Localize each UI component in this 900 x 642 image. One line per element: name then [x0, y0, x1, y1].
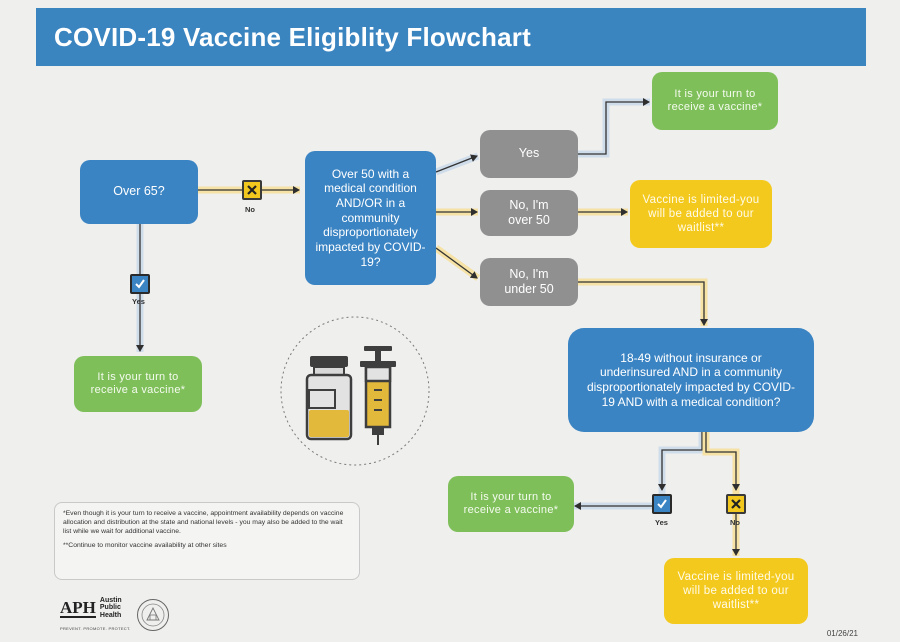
- footnotes-box: *Even though it is your turn to receive …: [54, 502, 360, 580]
- logo-org-name: Austin Public Health: [99, 597, 122, 619]
- node-no-over-50: No, I'm over 50: [480, 190, 578, 236]
- vial-icon: [305, 356, 353, 441]
- checkbox-icon: [652, 494, 672, 514]
- syringe-icon: [360, 346, 396, 445]
- page-title: COVID-19 Vaccine Eligiblity Flowchart: [54, 21, 531, 52]
- aph-logo: APH Austin Public Health: [60, 597, 122, 619]
- node-turn-left: It is your turn to receive a vaccine*: [74, 356, 202, 412]
- page-header: COVID-19 Vaccine Eligiblity Flowchart: [36, 8, 866, 66]
- connector-over50-yes: [434, 152, 480, 176]
- connector-under50-question: [578, 278, 708, 326]
- label-yes-question: Yes: [655, 518, 668, 527]
- footnote-1: *Even though it is your turn to receive …: [63, 510, 344, 535]
- node-waitlist-middle: Vaccine is limited-you will be added to …: [630, 180, 772, 248]
- x-box-icon: [242, 180, 262, 200]
- city-seal-icon: [137, 599, 169, 631]
- connector-yes-turn: [578, 98, 650, 158]
- label-yes-over65: Yes: [132, 297, 145, 306]
- logo-tagline: PREVENT. PROMOTE. PROTECT.: [60, 626, 131, 631]
- connector-question-yes: [574, 432, 706, 510]
- issue-date: 01/26/21: [826, 629, 858, 638]
- vaccine-vial-and-syringe-icon: [280, 316, 430, 466]
- node-waitlist-bottom: Vaccine is limited-you will be added to …: [664, 558, 808, 624]
- footnote-2: **Continue to monitor vaccine availabili…: [63, 542, 227, 550]
- label-no-over65: No: [245, 205, 255, 214]
- checkbox-icon: [130, 274, 150, 294]
- label-no-question: No: [730, 518, 740, 527]
- node-turn-top: It is your turn to receive a vaccine*: [652, 72, 778, 130]
- node-no-under-50: No, I'm under 50: [480, 258, 578, 306]
- node-yes-option: Yes: [480, 130, 578, 178]
- logo-mark: APH: [60, 597, 96, 618]
- connector-over50-no-under50: [433, 245, 481, 281]
- node-over-65: Over 65?: [80, 160, 198, 224]
- node-18-49-question: 18-49 without insurance or underinsured …: [568, 328, 814, 432]
- x-box-icon: [726, 494, 746, 514]
- node-turn-bottom: It is your turn to receive a vaccine*: [448, 476, 574, 532]
- node-over-50-question: Over 50 with a medical condition AND/OR …: [305, 151, 436, 285]
